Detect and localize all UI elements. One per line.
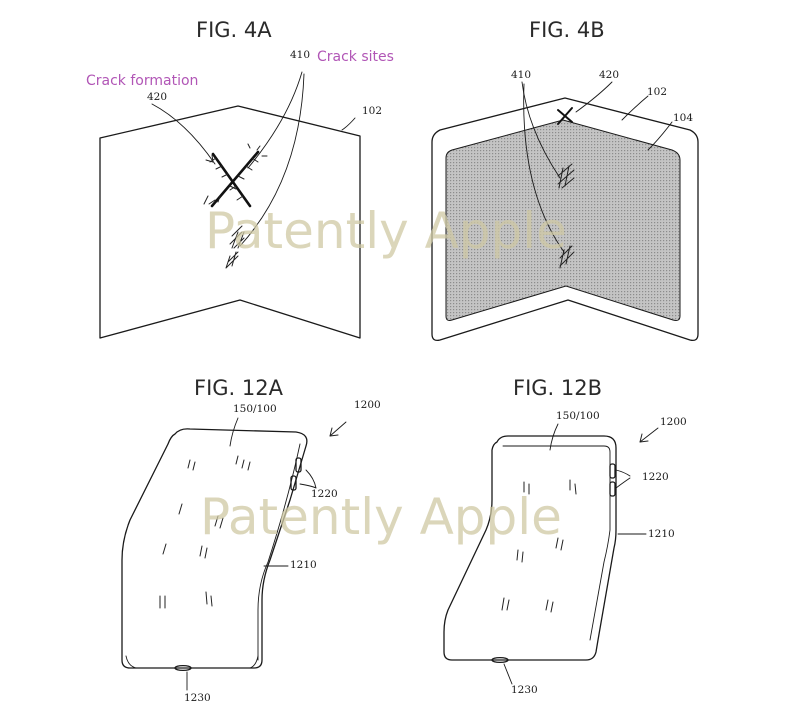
- annotation-crack-sites: Crack sites: [317, 49, 394, 65]
- side-button-lower-12a: [290, 475, 297, 491]
- leader-420-4a: [151, 103, 216, 165]
- ref-150-100-12a: 150/100: [233, 403, 277, 415]
- flexible-device-12b: [443, 435, 617, 661]
- folded-device-outline: [99, 105, 361, 339]
- ref-410-4b: 410: [511, 69, 531, 81]
- display-area-4b: [445, 119, 681, 321]
- crack-formation-x: [203, 143, 268, 208]
- port-12b: [491, 656, 509, 664]
- side-button-lower-12b: [609, 481, 616, 497]
- fig-12a: FIG. 12A 150/100 1200 1220 1210: [121, 376, 381, 704]
- display-hatch-12a: [159, 455, 251, 609]
- ref-102-4a: 102: [362, 105, 382, 117]
- watermark-top: Patently Apple: [205, 202, 567, 260]
- ref-1230-12a: 1230: [184, 692, 211, 704]
- ref-1220-12b: 1220: [642, 471, 669, 483]
- flexible-device-12a: [121, 428, 308, 669]
- ref-1210-12a: 1210: [290, 559, 317, 571]
- crack-sites-4b: [557, 163, 575, 269]
- ref-1200-12b: 1200: [660, 416, 687, 428]
- ref-1220-12a: 1220: [311, 488, 338, 500]
- annotation-crack-formation: Crack formation: [86, 73, 198, 89]
- fig-4b-title: FIG. 4B: [529, 18, 605, 42]
- crack-formation-x-4b: [557, 107, 573, 125]
- fig-4a: FIG. 4A 420 410 102 Crack formation Crac…: [86, 18, 394, 339]
- fig-12b-title: FIG. 12B: [513, 376, 602, 400]
- display-hatch-12b: [501, 479, 577, 613]
- fig-12a-title: FIG. 12A: [194, 376, 284, 400]
- leader-410-4a-b: [239, 73, 305, 247]
- side-button-upper-12b: [609, 463, 616, 479]
- folded-device-outline-4b: [431, 97, 699, 342]
- side-button-upper-12a: [295, 457, 302, 473]
- ref-150-100-12b: 150/100: [556, 410, 600, 422]
- fig-4b: FIG. 4B 410 420 102 104: [431, 18, 699, 342]
- ref-420-4b: 420: [599, 69, 619, 81]
- leader-410-4a-a: [247, 71, 303, 169]
- watermark-bottom: Patently Apple: [200, 488, 562, 546]
- ref-1210-12b: 1210: [648, 528, 675, 540]
- crack-sites-4a: [225, 225, 245, 269]
- ref-1200-12a: 1200: [354, 399, 381, 411]
- fig-4a-title: FIG. 4A: [196, 18, 272, 42]
- fig-12b: FIG. 12B 150/100 1200 1220 1210 1230: [443, 376, 687, 696]
- ref-410-4a: 410: [290, 49, 310, 61]
- ref-1230-12b: 1230: [511, 684, 538, 696]
- ref-420-4a: 420: [147, 91, 167, 103]
- port-12a: [174, 664, 192, 672]
- ref-102-4b: 102: [647, 86, 667, 98]
- ref-104-4b: 104: [673, 112, 693, 124]
